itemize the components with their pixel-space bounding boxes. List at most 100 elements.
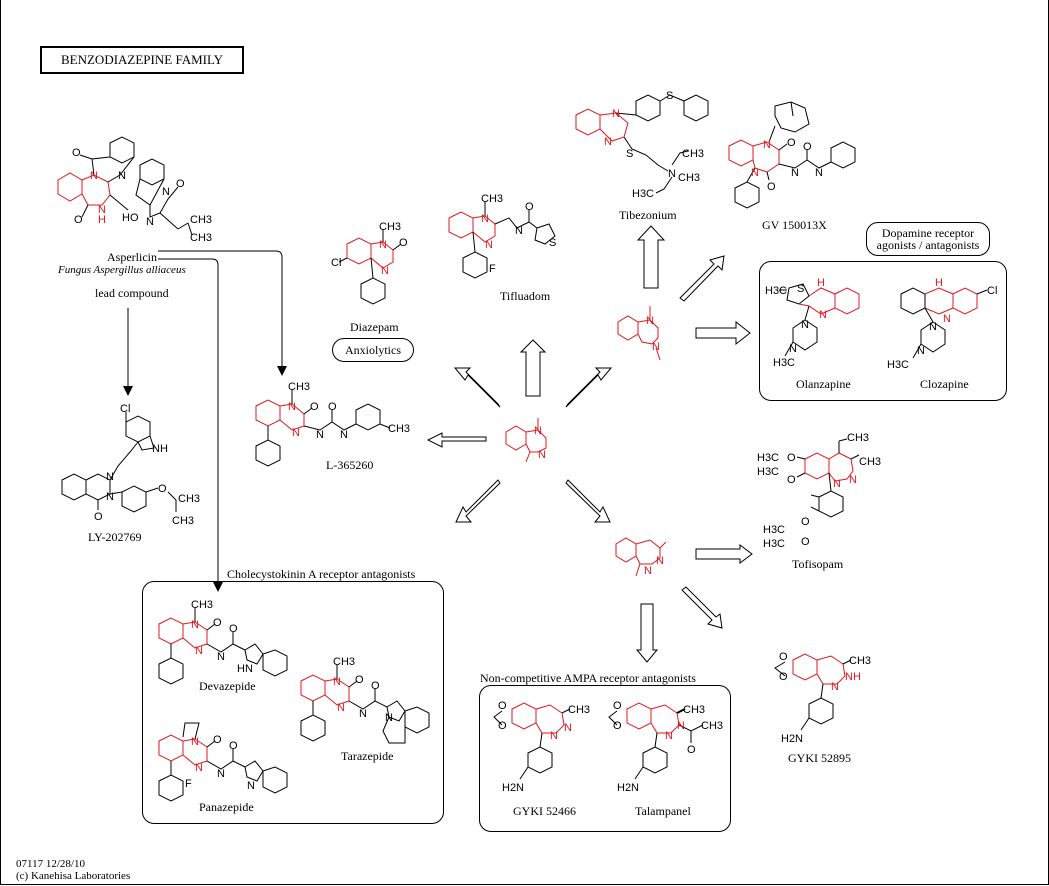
atom-label: CH3	[190, 232, 212, 244]
olanzapine-structure[interactable]: H3C S H N N N H3C	[765, 270, 880, 370]
atom-label: F	[489, 263, 496, 275]
atom-label: N	[801, 319, 809, 331]
atom-label: N	[485, 239, 493, 251]
asperlicin-structure[interactable]: O N N N H O HO N O N CH3 CH3	[50, 125, 230, 250]
dopamine-group-badge: Dopamine receptor agonists / antagonists	[866, 222, 990, 256]
gyki52466-label: GYKI 52466	[513, 804, 576, 818]
atom-label: O	[328, 401, 337, 413]
ly202769-label: LY-202769	[88, 530, 142, 544]
atom-label: N	[515, 225, 523, 237]
core-scaffold-1-4-benzodiazepine[interactable]: N N	[500, 410, 570, 470]
atom-label: N	[564, 722, 572, 734]
anxiolytics-badge: Anxiolytics	[332, 338, 414, 362]
atom-label: CH3	[682, 148, 704, 160]
atom-label: O	[310, 401, 319, 413]
atom-label: N	[359, 708, 367, 720]
atom-label: Cl	[120, 403, 130, 415]
atom-label: N	[644, 565, 652, 577]
l365260-label: L-365260	[326, 458, 374, 472]
atom-label: CH3	[172, 515, 194, 527]
atom-label: N	[481, 213, 489, 225]
atom-label: O	[176, 178, 185, 190]
atom-label: N	[98, 204, 106, 216]
devazepide-structure[interactable]: CH3 N O N N O HN	[155, 598, 300, 693]
gyki52895-structure[interactable]: O O CH3 NH N H2N	[765, 650, 875, 750]
asperlicin-label: Asperlicin	[107, 250, 157, 264]
diazepam-label: Diazepam	[350, 320, 399, 334]
dopamine-badge-line2: agonists / antagonists	[876, 238, 980, 252]
atom-label: O	[498, 700, 507, 712]
atom-label: NH	[845, 671, 861, 683]
atom-label: CH3	[388, 423, 410, 435]
atom-label: N	[849, 474, 857, 486]
atom-label: S	[666, 90, 673, 102]
gyki52466-structure[interactable]: O O CH3 N N H2N	[490, 695, 600, 795]
atom-label: N	[646, 315, 654, 327]
atom-label: N	[191, 736, 199, 748]
ly202769-structure[interactable]: Cl NH N N O O CH3 CH3	[60, 400, 210, 527]
tofisopam-structure[interactable]: H3C O H3C O CH3 CH3 N N O H3C H3C O	[755, 432, 885, 555]
atom-label: H3C	[757, 466, 779, 478]
dopamine-group-box	[759, 261, 1007, 401]
atom-label: O	[371, 680, 380, 692]
atom-label: N	[538, 449, 546, 461]
atom-label: N	[668, 168, 676, 180]
atom-label: O	[803, 141, 812, 153]
atom-label: N	[333, 676, 341, 688]
atom-label: O	[525, 201, 534, 213]
gv150013x-label: GV 150013X	[762, 218, 827, 232]
atom-label: H2N	[781, 733, 803, 745]
atom-label: N	[316, 429, 324, 441]
tibezonium-structure[interactable]: N N S S N CH3 CH3 H3C	[572, 85, 722, 205]
atom-label: N	[815, 167, 823, 179]
atom-label: N	[195, 645, 203, 657]
atom-label: N	[385, 712, 393, 724]
atom-label: N	[162, 186, 170, 198]
atom-label: CH3	[683, 704, 705, 716]
atom-label: O	[229, 740, 238, 752]
atom-label: H	[817, 277, 825, 289]
atom-label: N	[831, 681, 839, 693]
atom-label: O	[158, 483, 167, 495]
atom-label: O	[355, 674, 364, 686]
atom-label: N	[534, 425, 542, 437]
tarazepide-structure[interactable]: CH3 N O N N O N	[297, 655, 442, 755]
clozapine-label: Clozapine	[920, 377, 969, 391]
atom-label: H	[935, 277, 943, 289]
tifluadom-structure[interactable]: CH3 N N N O S F	[445, 190, 575, 285]
atom-label: O	[687, 744, 696, 756]
talampanel-structure[interactable]: O O CH3 N N CH3 O H2N	[605, 695, 725, 795]
atom-label: O	[74, 214, 83, 226]
atom-label: N	[604, 136, 612, 148]
atom-label: CH3	[288, 381, 310, 393]
atom-label: CH3	[849, 655, 871, 667]
atom-label: HN	[237, 663, 253, 675]
footer: 07117 12/28/10 (c) Kanehisa Laboratories	[16, 858, 130, 882]
atom-label: N	[677, 720, 685, 732]
atom-label: N	[292, 427, 300, 439]
clozapine-structure[interactable]: H N Cl N N H3C	[887, 270, 1005, 371]
diazepam-structure[interactable]: CH3 N O N Cl	[331, 221, 415, 317]
ampa-group-box	[479, 685, 731, 832]
atom-label: N	[118, 170, 126, 182]
atom-label: HO	[122, 212, 139, 224]
panazepide-structure[interactable]: N O N N O N F	[155, 715, 300, 805]
tibezonium-label: Tibezonium	[619, 208, 677, 222]
gv150013x-structure[interactable]: N N O O O N N	[725, 96, 865, 214]
atom-label: N	[652, 341, 660, 353]
atom-label: N	[337, 702, 345, 714]
atom-label: N	[247, 780, 255, 792]
tofisopam-label: Tofisopam	[792, 557, 844, 571]
core-scaffold-2-3-benzodiazepine[interactable]: N N	[610, 530, 680, 590]
atom-label: O	[498, 720, 507, 732]
atom-label: O	[787, 452, 796, 464]
core-scaffold-1-5-benzodiazepine[interactable]: N N	[612, 300, 682, 366]
cck-group-box	[142, 581, 444, 824]
atom-label: H3C	[773, 357, 795, 369]
atom-label: H2N	[617, 782, 639, 794]
gyki52895-label: GYKI 52895	[788, 751, 851, 765]
atom-label: N	[791, 167, 799, 179]
l365260-structure[interactable]: CH3 N O N N O N CH3	[252, 380, 422, 475]
atom-label: N	[288, 401, 296, 413]
talampanel-label: Talampanel	[635, 804, 691, 818]
